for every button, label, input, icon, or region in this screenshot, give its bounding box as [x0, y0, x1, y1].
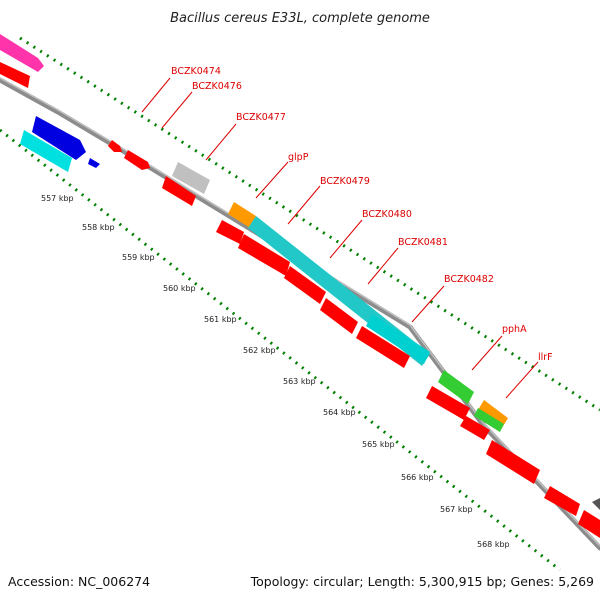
gene-blue-small — [88, 158, 100, 168]
gene-red-mid-1 — [162, 176, 196, 206]
kbp-label-3: 560 kbp — [163, 284, 196, 293]
kbp-label-7: 564 kbp — [323, 408, 356, 417]
gene-red-mid-4 — [284, 266, 326, 304]
map-title: Bacillus cereus E33L, complete genome — [170, 11, 430, 26]
gene-label-5[interactable]: BCZK0480 — [362, 209, 412, 220]
gene-blue-1 — [32, 116, 86, 160]
accession-text: Accession: NC_006274 — [8, 574, 150, 589]
forward-genes — [0, 34, 600, 538]
gene-red-lower-2 — [460, 416, 490, 440]
gene-red-lower-5 — [578, 510, 600, 538]
kbp-label-0: 557 kbp — [41, 194, 74, 203]
gene-llrf-green — [474, 408, 504, 432]
kbp-label-11: 568 kbp — [477, 540, 510, 549]
gene-red-lower-3 — [486, 440, 540, 484]
inner-tick-track — [0, 128, 561, 572]
gene-label-3[interactable]: glpP — [288, 152, 309, 163]
gene-bczk0476 — [124, 150, 150, 170]
gene-red-mid-3 — [238, 234, 290, 276]
gene-bczk0474 — [108, 140, 122, 152]
gene-glpp — [228, 202, 256, 228]
kbp-label-6: 563 kbp — [283, 377, 316, 386]
gene-label-1[interactable]: BCZK0476 — [192, 81, 242, 92]
gene-bczk0482 — [366, 314, 430, 364]
gene-label-2[interactable]: BCZK0477 — [236, 112, 286, 123]
gene-label-8[interactable]: pphA — [502, 324, 527, 335]
gene-bczk0477 — [172, 162, 210, 194]
gene-red-mid-6 — [356, 326, 410, 368]
gene-red-upper-1 — [0, 62, 30, 88]
kbp-label-2: 559 kbp — [122, 253, 155, 262]
kbp-labels: 557 kbp 558 kbp 559 kbp 560 kbp 561 kbp … — [41, 194, 510, 549]
kbp-label-10: 567 kbp — [440, 505, 473, 514]
gene-cyan-1 — [20, 130, 72, 172]
gene-red-lower-1 — [426, 386, 470, 420]
outer-tick-track — [19, 36, 600, 412]
gene-red-lower-4 — [544, 486, 580, 516]
gene-red-mid-5 — [320, 298, 358, 334]
gene-leader-lines — [141, 77, 539, 399]
kbp-label-4: 561 kbp — [204, 315, 237, 324]
gene-ppha — [438, 370, 474, 404]
gene-label-0[interactable]: BCZK0474 — [171, 66, 221, 77]
gene-label-6[interactable]: BCZK0481 — [398, 237, 448, 248]
gene-bczk0473 — [0, 34, 44, 72]
genome-backbone-shadow — [0, 77, 600, 547]
genome-backbone — [0, 77, 600, 551]
gene-red-mid-2 — [216, 220, 244, 244]
gene-label-9[interactable]: llrF — [538, 352, 553, 363]
kbp-label-9: 566 kbp — [401, 473, 434, 482]
gene-gray-lower — [592, 498, 600, 510]
gene-label-4[interactable]: BCZK0479 — [320, 176, 370, 187]
kbp-label-8: 565 kbp — [362, 440, 395, 449]
topology-text: Topology: circular; Length: 5,300,915 bp… — [250, 574, 594, 589]
gene-llrf-orange — [478, 400, 508, 428]
gene-labels: BCZK0474 BCZK0476 BCZK0477 glpP BCZK0479… — [171, 66, 553, 363]
gene-label-7[interactable]: BCZK0482 — [444, 274, 494, 285]
kbp-label-1: 558 kbp — [82, 223, 115, 232]
reverse-genes — [20, 116, 100, 172]
kbp-label-5: 562 kbp — [243, 346, 276, 355]
